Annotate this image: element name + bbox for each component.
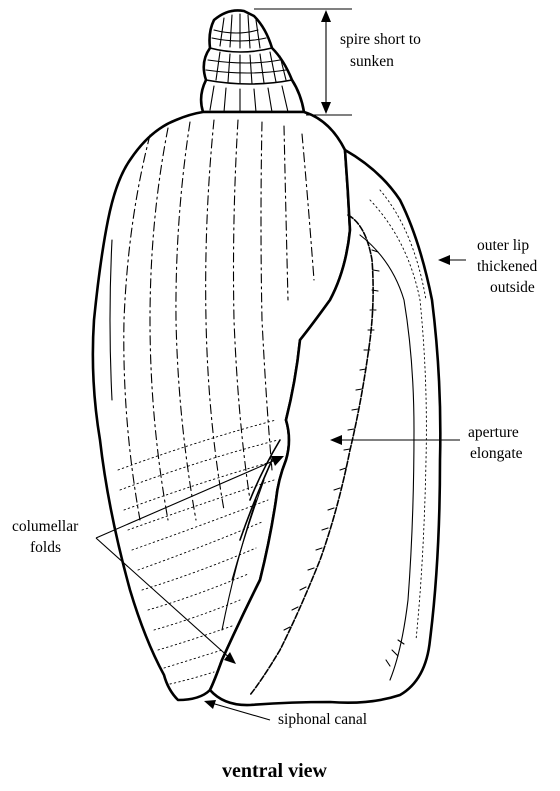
aperture-label: aperture elongate bbox=[468, 424, 523, 462]
columellar-label-line-2: folds bbox=[30, 539, 61, 556]
spire bbox=[201, 10, 304, 112]
outer-lip-label-line-2: thickened bbox=[477, 258, 538, 275]
spire-label-line-2: sunken bbox=[350, 53, 394, 70]
outer-lip-label-line-1: outer lip bbox=[477, 237, 529, 254]
outer-lip-arrow bbox=[438, 255, 466, 265]
spire-label-line-1: spire short to bbox=[340, 31, 421, 48]
columellar-label: columellar folds bbox=[12, 518, 79, 556]
columellar-label-line-1: columellar bbox=[12, 518, 79, 535]
aperture-label-line-2: elongate bbox=[470, 445, 523, 462]
aperture-label-line-1: aperture bbox=[468, 424, 519, 441]
siphonal-label: siphonal canal bbox=[278, 711, 367, 728]
caption: ventral view bbox=[222, 760, 328, 782]
spire-label: spire short to sunken bbox=[340, 31, 421, 70]
outer-lip-label-line-3: outside bbox=[490, 279, 535, 296]
outer-lip-label: outer lip thickened outside bbox=[477, 237, 538, 296]
